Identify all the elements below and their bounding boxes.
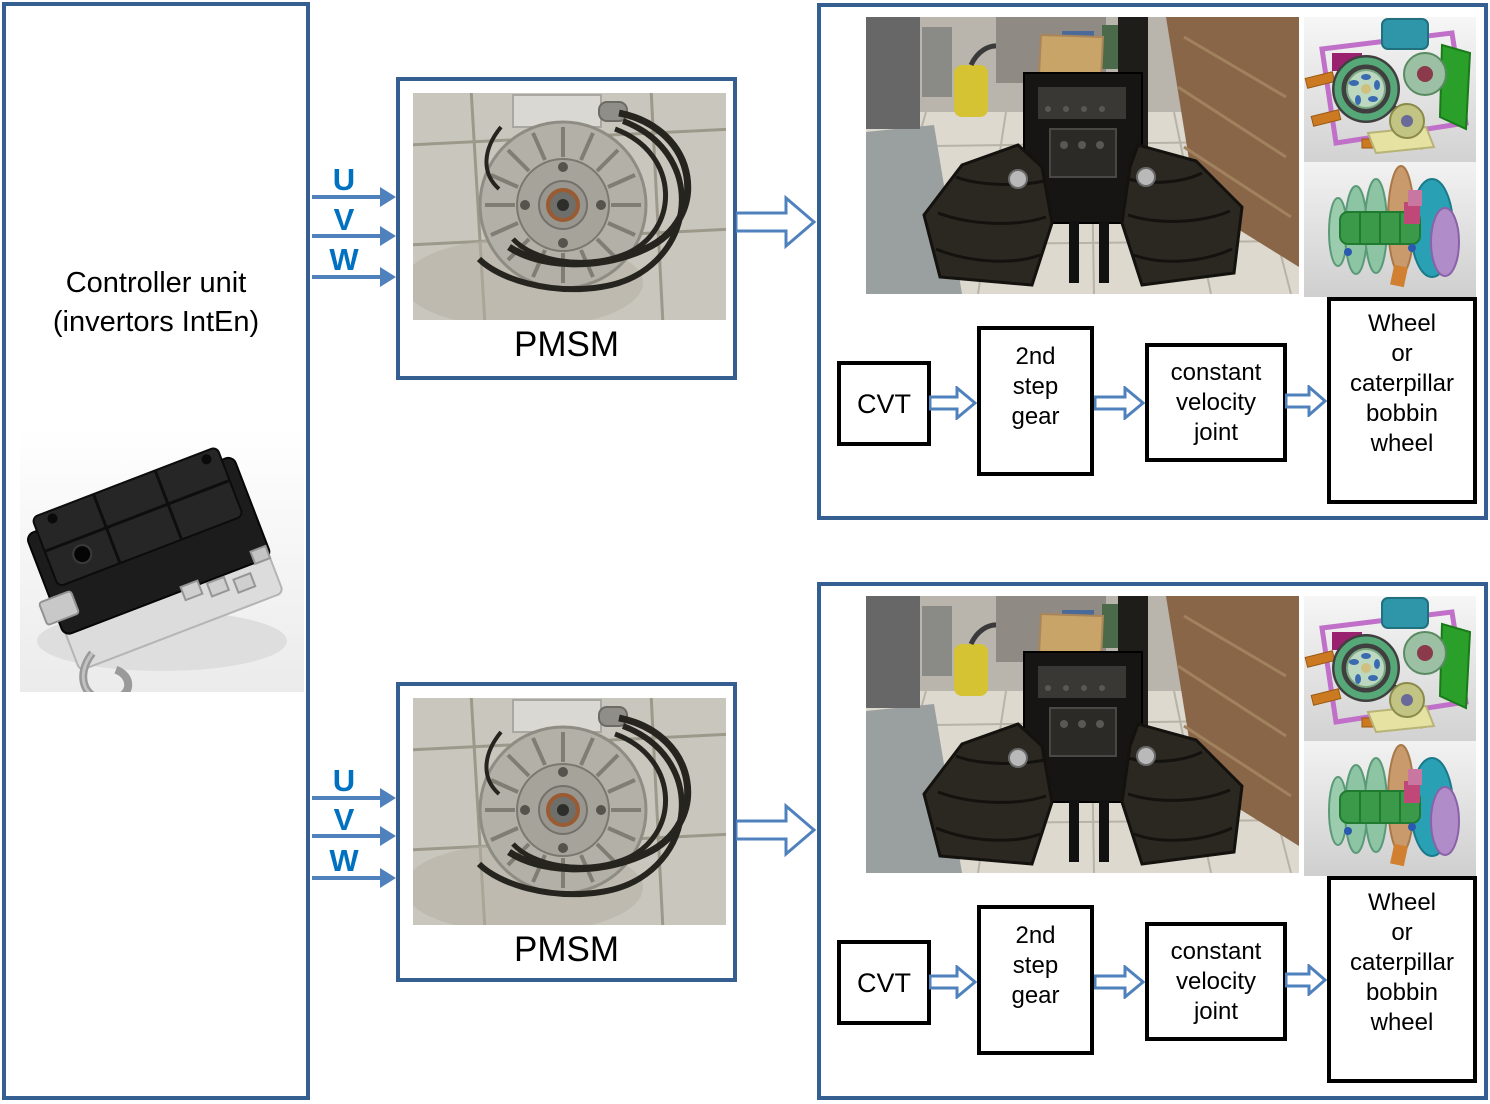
second-step-gear-box-top: 2nd step gear [977, 326, 1094, 476]
phase-label-w: W [329, 242, 359, 277]
gear-to-cvj-arrow-bottom [1094, 965, 1145, 999]
drive-unit-box-top: CVT 2nd step gear constant velocity join… [817, 3, 1488, 520]
tracked-robot-rear-photo [866, 17, 1299, 294]
pmsm-label: PMSM [514, 325, 619, 364]
phase-label-u-bottom: U [332, 763, 356, 798]
pmsm-motor-photo [413, 93, 726, 320]
cad-bobbin-wheel-render-bottom [1304, 741, 1476, 876]
phase-label-u: U [332, 162, 356, 197]
phase-arrow-u-bottom [312, 788, 396, 808]
pmsm-label-bottom: PMSM [514, 930, 619, 969]
cvj-to-wheel-arrow-bottom [1285, 964, 1327, 996]
wheel-box-bottom: Wheel or caterpillar bobbin wheel [1327, 876, 1477, 1083]
cvt-to-gear-arrow-bottom [929, 965, 977, 999]
inverter-controller-unit-photo [20, 426, 304, 692]
cad-bobbin-wheel-render [1304, 162, 1476, 297]
phase-label-w-bottom: W [329, 843, 359, 878]
pmsm-motor-photo-bottom [413, 698, 726, 925]
controller-unit-box: Controller unit (invertors IntEn) [2, 2, 310, 1100]
cad-drivetrain-render [1304, 17, 1476, 162]
pmsm-box-top: PMSM [396, 77, 737, 380]
cvt-to-gear-arrow-top [929, 386, 977, 420]
controller-unit-label: Controller unit (invertors IntEn) [52, 267, 260, 338]
cvj-to-wheel-arrow-top [1285, 385, 1327, 417]
cad-drivetrain-render-bottom [1304, 596, 1476, 741]
phase-arrow-w [312, 267, 396, 287]
tracked-robot-rear-photo-bottom [866, 596, 1299, 873]
drive-unit-box-bottom: CVT 2nd step gear constant velocity join… [817, 582, 1488, 1100]
cvt-box-top: CVT [837, 361, 931, 446]
phase-arrow-v [312, 226, 396, 246]
gear-to-cvj-arrow-top [1094, 386, 1145, 420]
phase-arrow-u [312, 187, 396, 207]
pmsm-to-drive-arrow-bottom [736, 802, 816, 858]
pmsm-box-bottom: PMSM [396, 682, 737, 982]
second-step-gear-box-bottom: 2nd step gear [977, 905, 1094, 1055]
constant-velocity-joint-box-top: constant velocity joint [1145, 343, 1287, 462]
cvt-box-bottom: CVT [837, 940, 931, 1025]
constant-velocity-joint-box-bottom: constant velocity joint [1145, 922, 1287, 1041]
phase-label-v-bottom: V [333, 802, 355, 837]
phase-arrow-v-bottom [312, 826, 396, 846]
pmsm-to-drive-arrow-top [736, 194, 816, 250]
phase-arrow-w-bottom [312, 868, 396, 888]
phase-label-v: V [333, 202, 355, 237]
wheel-box-top: Wheel or caterpillar bobbin wheel [1327, 297, 1477, 504]
